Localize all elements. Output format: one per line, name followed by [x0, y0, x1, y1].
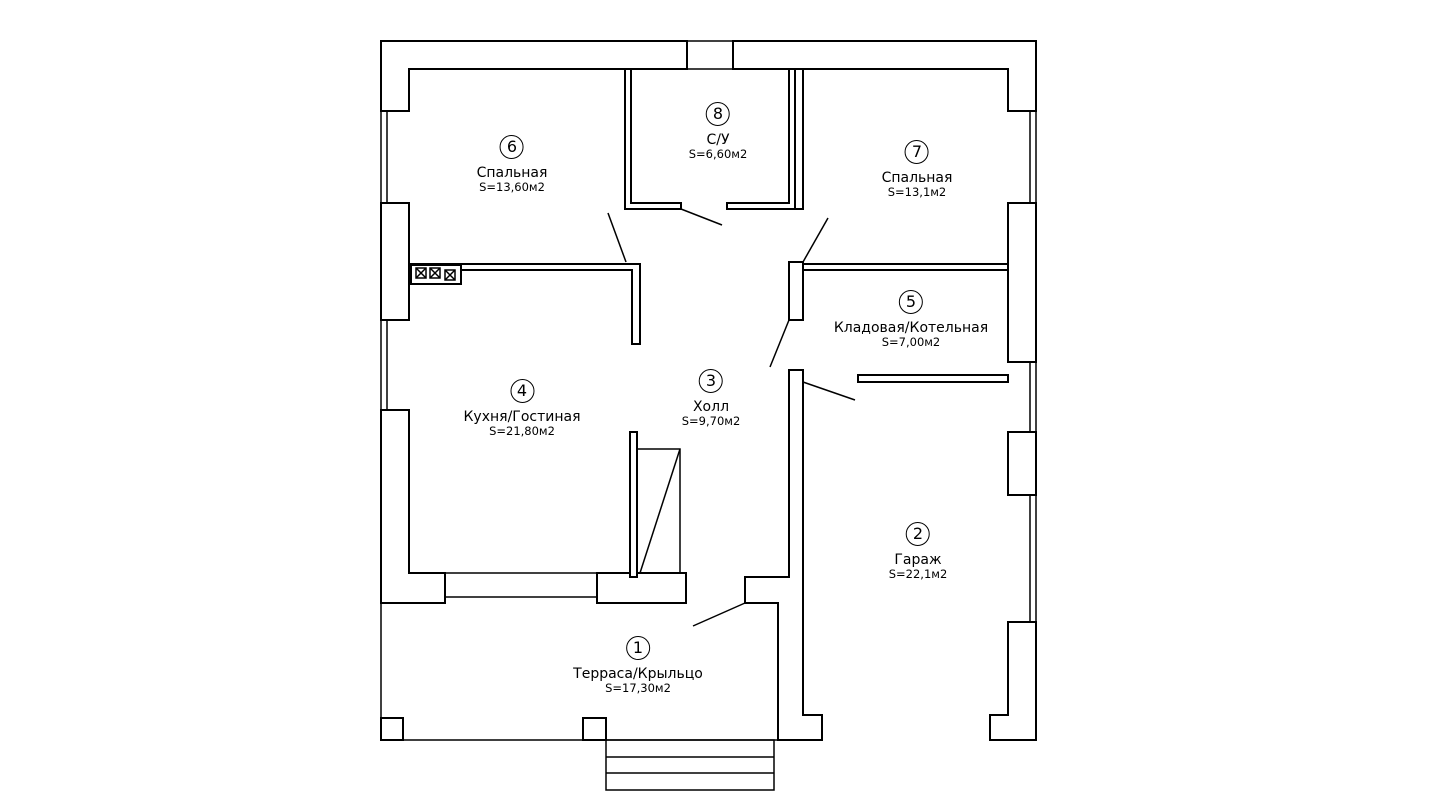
room-5-storage-boiler: 5 Кладовая/Котельная S=7,00м2: [834, 290, 988, 349]
room-area: S=22,1м2: [888, 567, 948, 582]
room-name: Кухня/Гостиная: [463, 409, 581, 425]
staircase: [636, 448, 681, 574]
room-2-garage: 2 Гараж S=22,1м2: [888, 522, 948, 582]
room-1-terrace: 1 Терраса/Крыльцо S=17,30м2: [573, 636, 703, 695]
room-name: Холл: [692, 399, 730, 415]
room-4-kitchen-living: 4 Кухня/Гостиная S=21,80м2: [463, 379, 581, 439]
chimney-vents: [410, 264, 462, 285]
room-area: S=6,60м2: [688, 147, 748, 162]
room-number: 2: [905, 522, 930, 546]
entrance-steps: [605, 739, 775, 791]
room-area: S=13,1м2: [887, 185, 947, 200]
room-area: S=21,80м2: [489, 424, 555, 439]
room-name: Спальная: [881, 170, 953, 186]
room-name: Кладовая/Котельная: [833, 320, 989, 336]
room-number: 1: [626, 636, 650, 660]
room-area: S=13,60м2: [479, 180, 545, 195]
door-swings: [607, 208, 856, 627]
room-number: 3: [698, 369, 723, 393]
room-6-bedroom: 6 Спальная S=13,60м2: [476, 135, 548, 195]
room-number: 5: [899, 290, 923, 314]
room-number: 6: [500, 135, 524, 159]
windows: [380, 40, 1037, 622]
room-name: Терраса/Крыльцо: [573, 666, 703, 682]
room-name: С/У: [706, 132, 730, 148]
room-area: S=9,70м2: [681, 414, 741, 429]
room-7-bedroom: 7 Спальная S=13,1м2: [881, 140, 953, 200]
room-name: Гараж: [894, 552, 942, 568]
room-number: 4: [509, 379, 534, 403]
terrace: [380, 603, 778, 741]
room-number: 8: [705, 102, 730, 126]
interior-walls: [408, 68, 1009, 741]
room-area: S=17,30м2: [605, 681, 671, 696]
room-8-bathroom: 8 С/У S=6,60м2: [688, 102, 748, 162]
room-number: 7: [905, 140, 929, 164]
room-3-hall: 3 Холл S=9,70м2: [681, 369, 741, 429]
room-area: S=7,00м2: [881, 335, 941, 350]
room-name: Спальная: [476, 165, 548, 181]
